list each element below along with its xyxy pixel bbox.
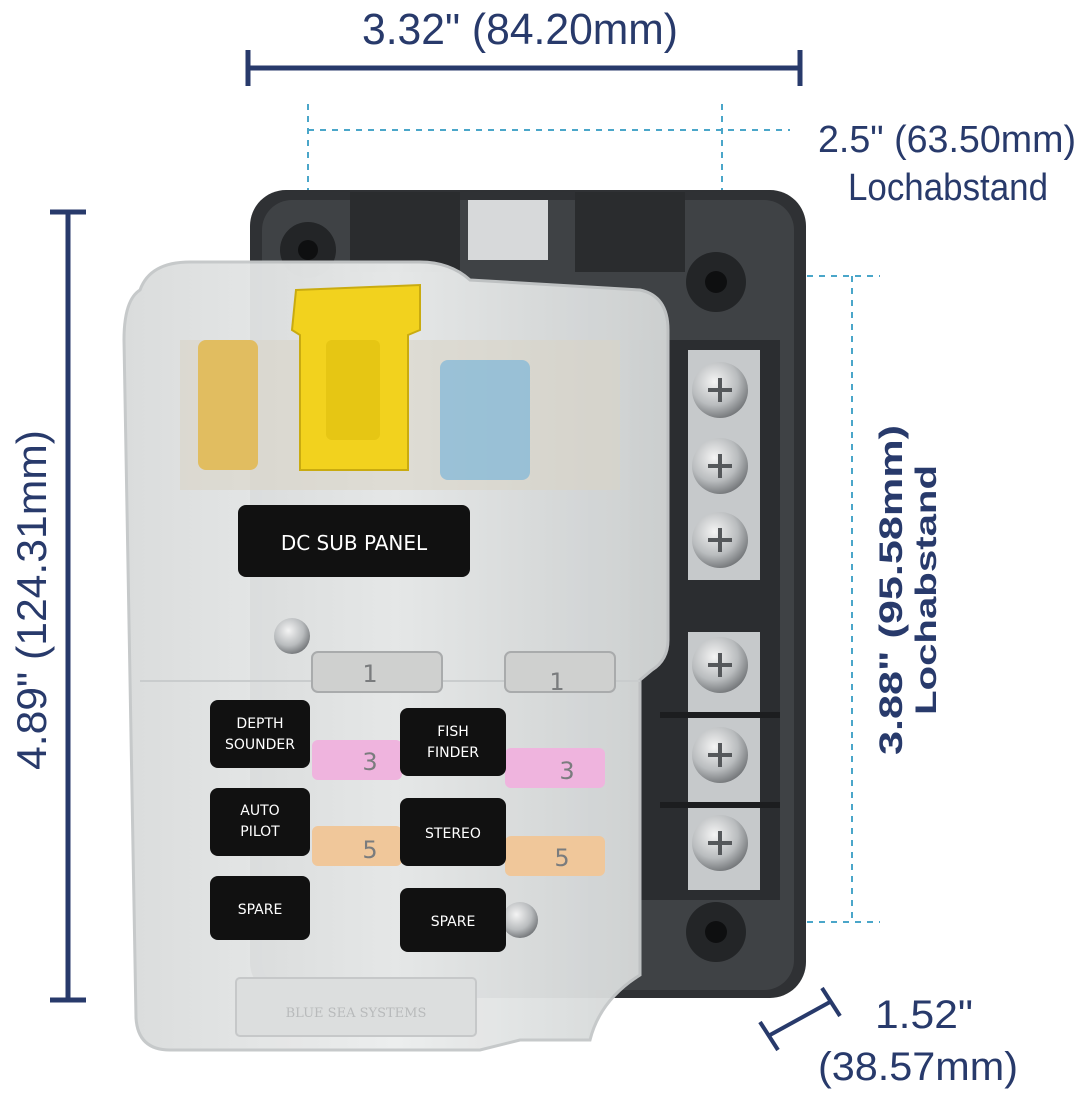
- fuse-ratings: 1 1 3 3 5 5: [362, 660, 574, 872]
- fuse-slot-row1-left: [311, 651, 443, 693]
- blue-fuse: [440, 360, 530, 480]
- depth-dimension-text-line1: 1.52": [875, 993, 973, 1037]
- depth-dimension-line: [758, 986, 842, 1052]
- label-depth-sounder: [210, 700, 310, 768]
- depth-dimension-text-line2: (38.57mm): [818, 1045, 1018, 1089]
- fuse-rating-row1-right: 1: [549, 668, 564, 696]
- fuse-slot-row2-right: [505, 748, 605, 788]
- circuit-labels: DC SUB PANEL DEPTH SOUNDER FISH FINDER A…: [210, 505, 506, 952]
- brand-logo-text: BLUE SEA SYSTEMS: [286, 1006, 427, 1021]
- fuse-slot-row2-left: [312, 740, 402, 780]
- label-spare-right: [400, 888, 506, 952]
- hole-spacing-height-text: 3.88" (95.58mm): [873, 425, 909, 755]
- fuse-slot-row3-right: [505, 836, 605, 876]
- label-auto-pilot: [210, 788, 310, 856]
- panel-title: DC SUB PANEL: [281, 531, 428, 555]
- label-fish-finder: [400, 708, 506, 776]
- fuse-rating-row2-right: 3: [559, 757, 574, 785]
- fuse-rating-row3-left: 5: [362, 836, 377, 864]
- svg-text:FISH: FISH: [437, 724, 469, 740]
- fuse-rating-row1-left: 1: [362, 660, 377, 688]
- height-dimension-text: 4.89" (124.31mm): [8, 430, 55, 770]
- svg-text:DEPTH: DEPTH: [236, 716, 283, 732]
- fuse-slot-row1-right: [504, 651, 616, 693]
- width-dimension-text: 3.32" (84.20mm): [362, 5, 678, 54]
- svg-text:FINDER: FINDER: [427, 745, 479, 761]
- fuse-rating-row3-right: 5: [554, 844, 569, 872]
- svg-text:SPARE: SPARE: [238, 902, 283, 918]
- height-dimension-line: [50, 209, 86, 1003]
- title-label: [238, 505, 470, 577]
- yellow-fuse-puller: [290, 283, 421, 471]
- svg-text:STEREO: STEREO: [425, 826, 481, 842]
- width-dimension-line: [245, 50, 803, 86]
- terminal-screws: [692, 362, 748, 871]
- svg-text:SPARE: SPARE: [431, 914, 476, 930]
- svg-text:SOUNDER: SOUNDER: [225, 737, 295, 753]
- hole-spacing-width-text: 2.5" (63.50mm): [818, 119, 1076, 161]
- hole-spacing-width-label: Lochabstand: [848, 167, 1048, 209]
- svg-text:PILOT: PILOT: [240, 824, 280, 840]
- clear-cover: [122, 260, 670, 1052]
- label-stereo: [400, 798, 506, 866]
- hole-spacing-height-label: Lochabstand: [910, 465, 943, 715]
- svg-text:AUTO: AUTO: [240, 803, 279, 819]
- amber-fuse: [198, 340, 258, 470]
- label-spare-left: [210, 876, 310, 940]
- fuse-rating-row2-left: 3: [362, 748, 377, 776]
- fuse-slot-row3-left: [312, 826, 402, 866]
